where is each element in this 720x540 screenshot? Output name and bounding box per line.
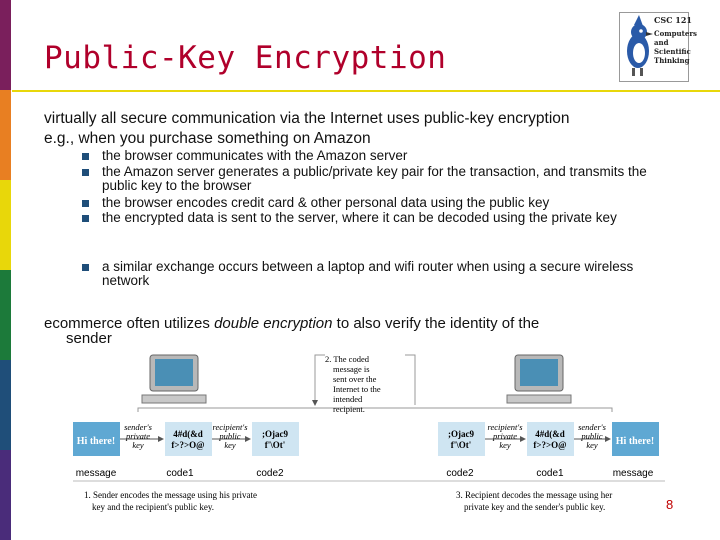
code-text: ;Ojac9 <box>448 429 474 439</box>
ecommerce-emphasis: double encryption <box>214 315 333 332</box>
color-bar-segment <box>0 90 11 180</box>
intro-line-2: e.g., when you purchase something on Ama… <box>44 130 371 147</box>
code-box <box>438 422 485 456</box>
bullet-square-icon <box>82 169 89 176</box>
key-label: key <box>132 440 144 450</box>
box-caption: message <box>613 468 654 479</box>
key-label: key <box>224 440 236 450</box>
code-text: 4#d(&d <box>173 429 203 439</box>
bullet-square-icon <box>82 264 89 271</box>
step2-text: message is <box>333 364 370 374</box>
key-label: public <box>580 431 602 441</box>
message-text: Hi there! <box>616 436 654 447</box>
key-label: private <box>125 431 150 441</box>
bluejay-icon <box>627 15 653 76</box>
color-bar-segment <box>0 0 11 90</box>
sender-computer-icon <box>141 354 207 404</box>
ecommerce-text: to also verify the identity of the <box>332 315 540 332</box>
color-bar-segment <box>0 360 11 450</box>
step3-text: private key and the sender's public key. <box>464 502 605 512</box>
logo-text: CSC 121 Computers and Scientific Thinkin… <box>654 15 697 66</box>
title-divider <box>12 90 720 92</box>
step2-text: 2. The coded <box>325 354 370 364</box>
ecommerce-line-2: sender <box>66 330 112 347</box>
logo-line: Computers <box>654 29 697 38</box>
color-bar-segment <box>0 450 11 540</box>
step1-text: key and the recipient's public key. <box>92 502 214 512</box>
bullet-text: the browser encodes credit card & other … <box>102 195 550 210</box>
double-encryption-diagram: Hi there! sender's private key 4#d(&d f>… <box>73 354 665 512</box>
bullet-text: a similar exchange occurs between a lapt… <box>102 259 634 288</box>
step2-text: intended <box>333 394 363 404</box>
step2-text: sent over the <box>333 374 377 384</box>
bullet-text: the encrypted data is sent to the server… <box>102 210 617 225</box>
code-box <box>527 422 574 456</box>
step2-text: Internet to the <box>333 384 381 394</box>
code-text: f>?>O@ <box>533 440 566 450</box>
box-caption: code2 <box>256 468 284 479</box>
code-text: f>?>O@ <box>171 440 204 450</box>
bullet-text: the browser communicates with the Amazon… <box>102 148 408 163</box>
key-label: recipient's <box>487 422 523 432</box>
message-box <box>73 422 120 456</box>
key-label: key <box>499 440 511 450</box>
key-label: public <box>218 431 240 441</box>
color-bar-segment <box>0 180 11 270</box>
step2-text: recipient. <box>333 404 365 414</box>
code-text: ;Ojac9 <box>262 429 288 439</box>
color-bar-segment <box>0 270 11 360</box>
message-box <box>612 422 659 456</box>
code-box <box>252 422 299 456</box>
code-box <box>165 422 212 456</box>
bullet-square-icon <box>82 215 89 222</box>
box-caption: message <box>76 468 117 479</box>
box-caption: code2 <box>446 468 474 479</box>
key-label: sender's <box>124 422 152 432</box>
bullet-square-icon <box>82 200 89 207</box>
bullet-text: the Amazon server generates a public/pri… <box>102 164 647 193</box>
logo-line: CSC 121 <box>654 15 692 25</box>
page-number: 8 <box>666 497 674 512</box>
recipient-computer-icon <box>506 354 572 404</box>
box-caption: code1 <box>536 468 564 479</box>
logo-line: and <box>654 38 669 47</box>
logo-line: Scientific <box>654 47 691 56</box>
intro-line-1: virtually all secure communication via t… <box>44 110 570 127</box>
color-bar <box>0 0 11 540</box>
key-label: private <box>492 431 517 441</box>
step1-text: 1. Sender encodes the message using his … <box>84 490 257 500</box>
logo-line: Thinking <box>654 56 690 65</box>
bullet-square-icon <box>82 153 89 160</box>
step3-text: 3. Recipient decodes the message using h… <box>456 490 612 500</box>
message-text: Hi there! <box>77 436 115 447</box>
key-label: key <box>586 440 598 450</box>
code-text: 4#d(&d <box>535 429 565 439</box>
ecommerce-line: ecommerce often utilizes double encrypti… <box>44 315 539 332</box>
key-label: sender's <box>578 422 606 432</box>
course-logo <box>619 12 689 82</box>
box-caption: code1 <box>166 468 194 479</box>
ecommerce-text: ecommerce often utilizes <box>44 315 215 332</box>
code-text: f'\Ot' <box>265 440 286 450</box>
code-text: f'\Ot' <box>451 440 472 450</box>
key-label: recipient's <box>212 422 248 432</box>
slide-title: Public-Key Encryption <box>44 40 447 76</box>
